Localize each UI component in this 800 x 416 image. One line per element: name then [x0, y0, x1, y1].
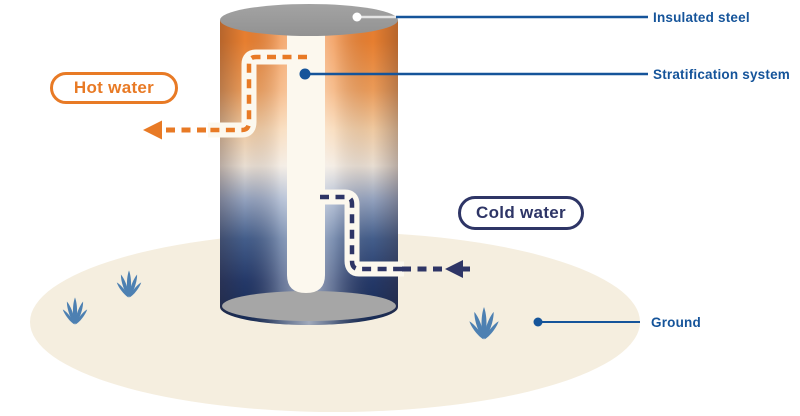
- dot-marker-icon: [352, 12, 362, 22]
- tank-lid: [220, 4, 398, 36]
- insulated-steel-leader: [352, 12, 648, 22]
- ground-label: Ground: [651, 315, 701, 330]
- dot-marker-icon: [533, 317, 543, 327]
- stratification-leader: [299, 68, 648, 80]
- hot-water-pipe: [208, 49, 307, 138]
- stratification-system-label: Stratification system: [653, 67, 790, 82]
- cold-water-callout: Cold water: [458, 196, 584, 230]
- tank-floor: [222, 291, 396, 321]
- dot-marker-icon: [299, 68, 311, 80]
- cold-water-pipe: [320, 189, 404, 277]
- arrow-left-icon: [402, 260, 470, 278]
- insulated-steel-label: Insulated steel: [653, 10, 750, 25]
- hot-water-callout: Hot water: [50, 72, 178, 104]
- stratification-column: [287, 28, 325, 293]
- ground-leader: [533, 317, 640, 327]
- arrow-left-icon: [143, 120, 206, 140]
